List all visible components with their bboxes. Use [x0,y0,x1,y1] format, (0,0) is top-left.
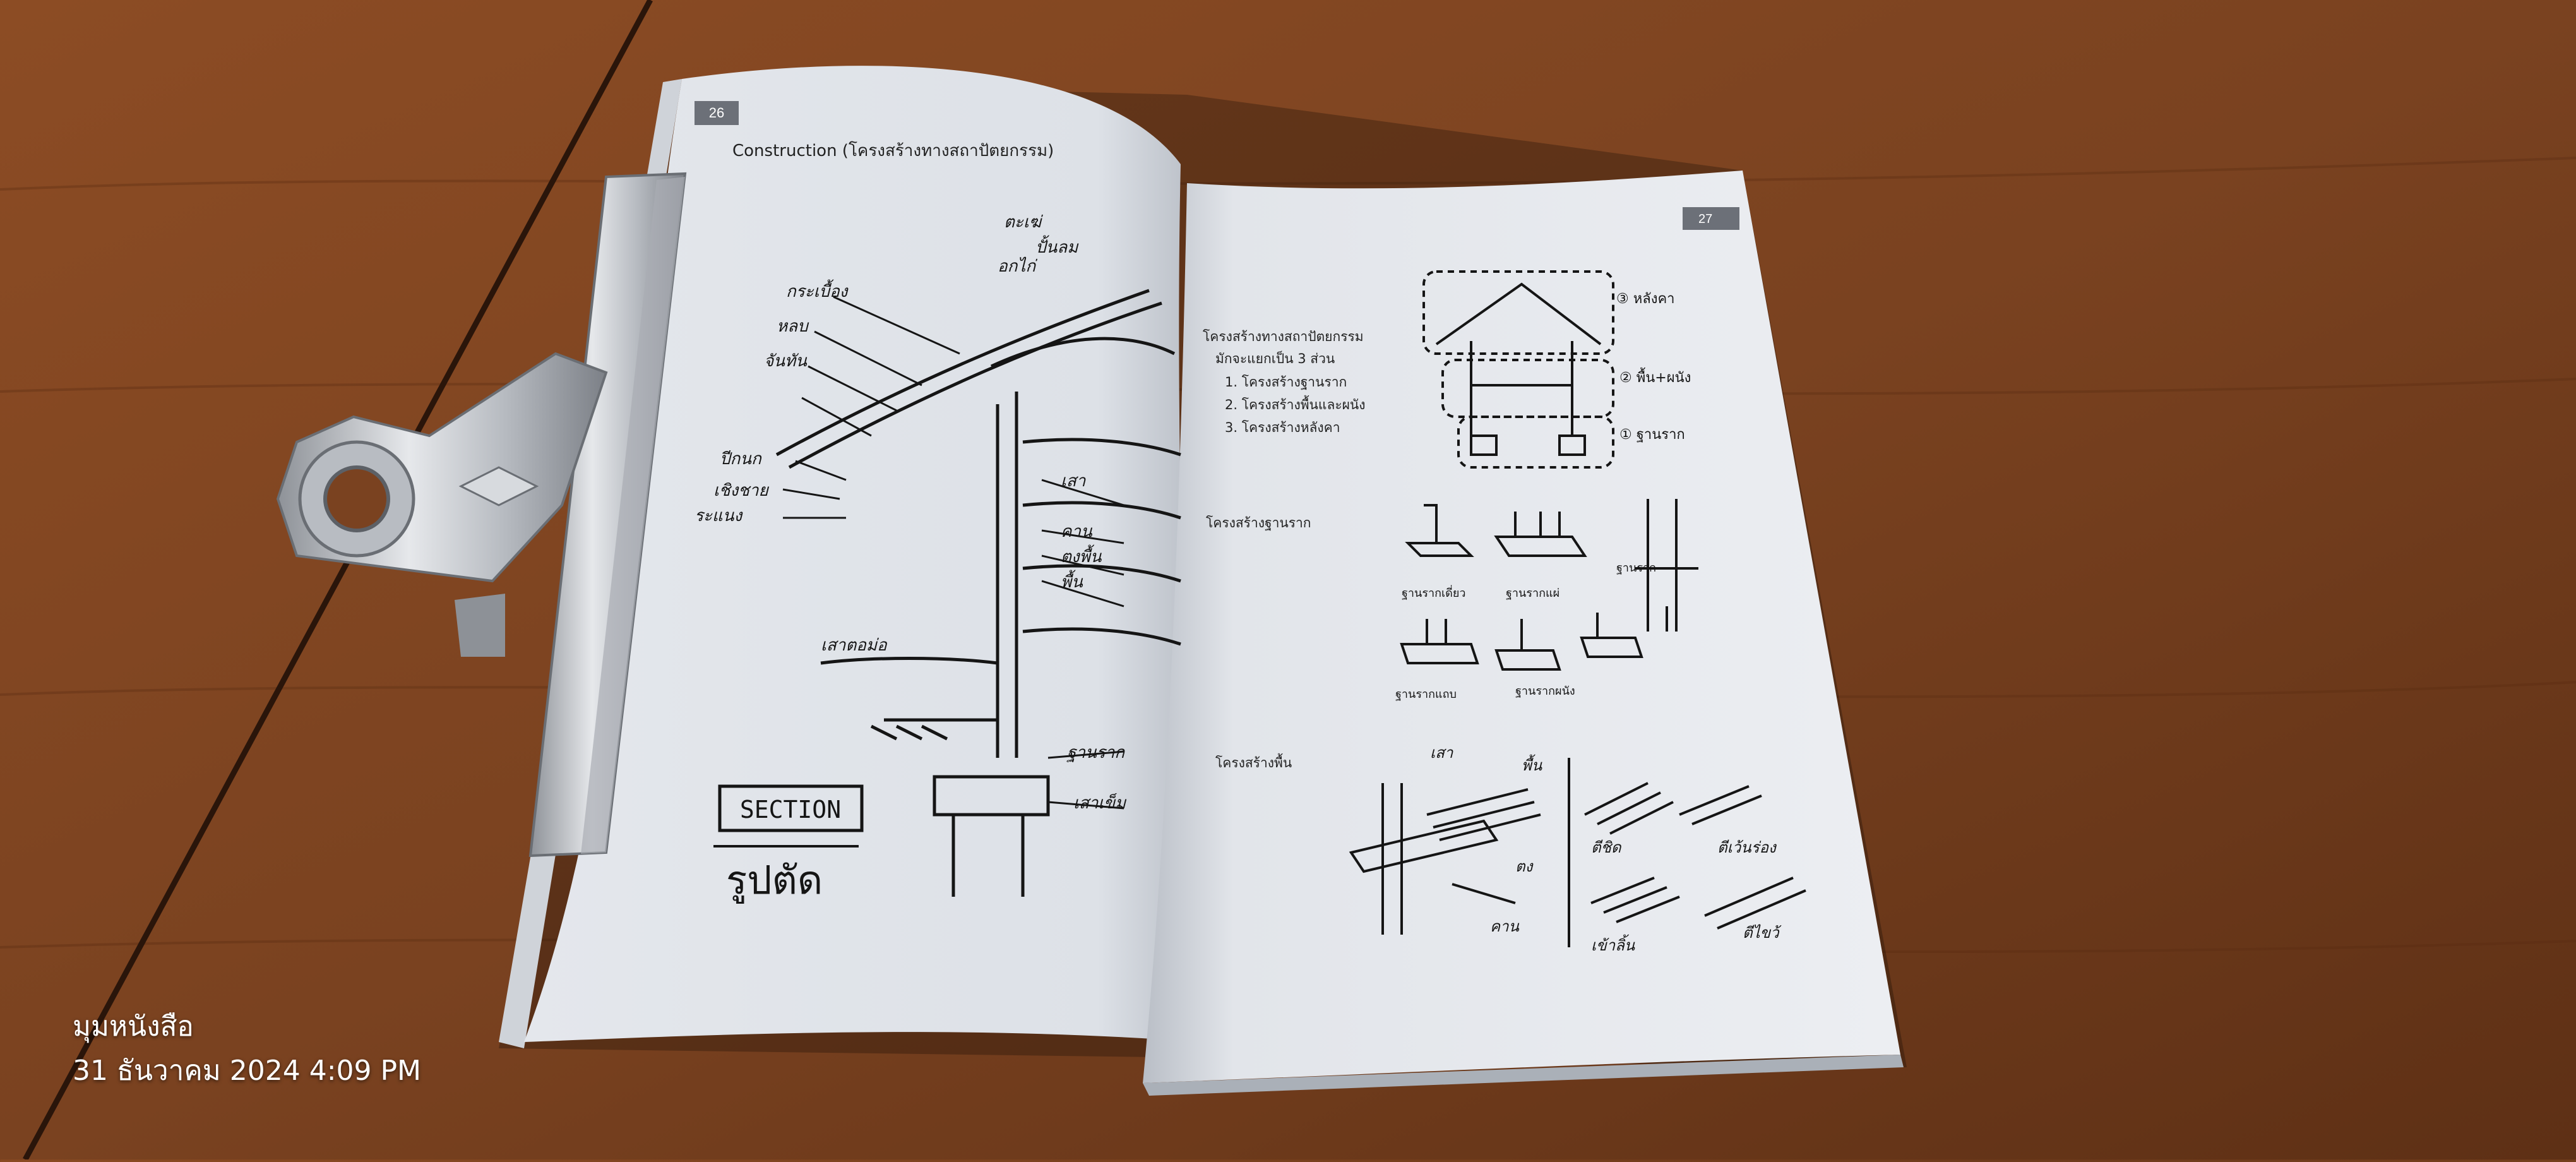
floor-label: ตง [1515,858,1534,875]
floor-label: พื้น [1522,754,1542,774]
annotation: หลบ [777,317,809,336]
annotation: อกไก่ [998,256,1037,276]
annotation: เสา [1061,472,1087,491]
annotation: ปีกนก [720,450,762,469]
intro-title: โครงสร้างทางสถาปัตยกรรม [1203,329,1364,344]
left-annotations: ตะเฆ่ ปั้นลม กระเบื้อง หลบ จันทัน อกไก่ … [695,213,1127,813]
house-label: ③ หลังคา [1616,291,1675,307]
photo-datetime-stamp: 31 ธันวาคม 2024 4:09 PM [73,1055,421,1087]
left-page-header: Construction (โครงสร้างทางสถาปัตยกรรม) [732,141,1054,160]
annotation: เชิงชาย [713,481,769,500]
floor-label: ตีชิด [1591,839,1622,856]
roof-section-sketch [775,289,1181,897]
annotation: เสาตอม่อ [821,636,888,655]
annotation: ปั้นลม [1035,235,1079,257]
floor-label: คาน [1490,918,1520,935]
floor-sketches [1349,758,1806,947]
foundation-label: ฐานรากเดี่ยว [1402,585,1466,600]
foundation-sketches [1400,499,1698,671]
annotation: ระแนง [695,506,743,525]
list-item: 1. โครงสร้างฐานราก [1225,374,1347,390]
house-label: ① ฐานราก [1619,427,1685,443]
floor-label: ตีไขว้ [1743,924,1782,942]
annotation: ตงพื้น [1061,544,1102,566]
list-item: 2. โครงสร้างพื้นและผนัง [1225,395,1366,412]
floor-label: เข้าลิ้น [1591,934,1635,954]
foundation-label: ฐานราก [1616,561,1656,575]
foundation-label: ฐานรากแผ่ [1506,587,1559,600]
foundation-label: ฐานรากผนัง [1515,685,1575,698]
intro-subtitle: มักจะแยกเป็น 3 ส่วน [1215,350,1335,366]
list-item: 3. โครงสร้างหลังคา [1225,420,1340,435]
house-diagram [1422,270,1614,469]
right-page-number: 27 [1698,212,1712,226]
house-label: ② พื้น+ผนัง [1619,368,1691,386]
annotation: ตะเฆ่ [1004,213,1043,232]
annotation: ฐานราก [1066,743,1125,762]
annotation: คาน [1061,522,1093,541]
foundation-label: ฐานรากแถบ [1395,688,1457,701]
foundation-title: โครงสร้างฐานราก [1206,515,1311,530]
annotation: เสาเข็ม [1073,793,1127,813]
floor-label: เสา [1430,744,1454,762]
floor-label: ตีเว้นร่อง [1717,839,1777,856]
photo-location-stamp: มุมหนังสือ [73,1010,194,1043]
annotation: จันทัน [764,352,808,371]
section-label: SECTION [740,796,841,824]
annotation: กระเบื้อง [786,279,849,301]
section-thai-label: รูปตัด [726,857,823,904]
floor-title: โครงสร้างพื้น [1215,753,1292,770]
left-page-number: 26 [709,105,724,121]
annotation: พื้น [1061,570,1083,592]
binder-clip [276,172,687,858]
